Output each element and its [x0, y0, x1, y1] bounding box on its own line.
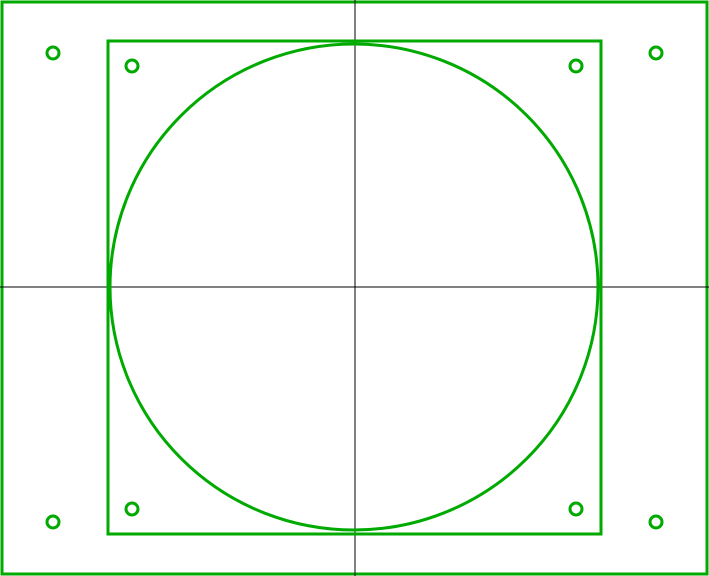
outer-hole-bottom-left	[45, 514, 61, 530]
center-circle	[108, 42, 600, 532]
inner-square	[106, 39, 603, 536]
inner-hole-top-right	[568, 58, 584, 74]
inner-hole-top-left	[124, 58, 140, 74]
outer-hole-top-right	[648, 45, 664, 61]
inner-mounting-holes	[124, 58, 584, 517]
inner-hole-bottom-right	[568, 501, 584, 517]
inner-hole-bottom-left	[124, 501, 140, 517]
outer-hole-top-left	[45, 45, 61, 61]
outer-hole-bottom-right	[648, 514, 664, 530]
outer-mounting-holes	[45, 45, 664, 530]
